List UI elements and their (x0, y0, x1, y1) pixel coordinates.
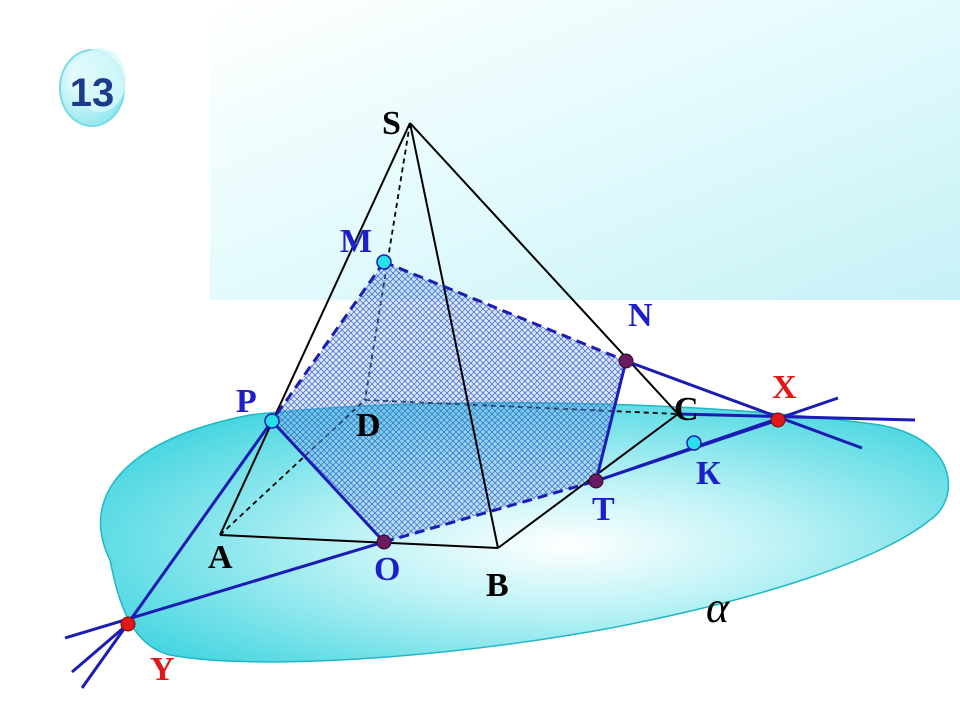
line-nx (625, 359, 863, 450)
label-b: B (486, 567, 509, 604)
label-t: T (592, 491, 615, 528)
section-lines (64, 260, 916, 689)
label-a: A (208, 539, 233, 576)
problem-number-badge: 13 (59, 48, 126, 127)
line-ot-extension (595, 418, 779, 483)
visible-edges (219, 122, 679, 549)
label-n: N (628, 297, 653, 334)
section-po (270, 419, 386, 544)
label-m: M (340, 223, 372, 260)
label-s: S (382, 105, 401, 142)
point-t (588, 473, 604, 489)
edge-sc (409, 122, 679, 415)
point-n (618, 353, 634, 369)
problem-number: 13 (70, 71, 115, 115)
edge-bc (497, 413, 679, 549)
background-gradient (210, 0, 960, 300)
section-fill (272, 262, 626, 542)
edge-sa (219, 122, 411, 536)
edge-sb (409, 122, 499, 549)
labels: S A B C D M N P O T К X Y α (150, 105, 797, 688)
point-o (376, 534, 392, 550)
edge-ab (219, 534, 499, 549)
section-nt (594, 360, 628, 482)
section-mn (383, 260, 627, 363)
point-y (120, 616, 136, 632)
line-py-lower (71, 622, 129, 674)
line-oy (64, 540, 385, 640)
section-ot (383, 479, 597, 544)
plane-alpha (99, 401, 950, 663)
section-mp (270, 261, 386, 422)
label-p: P (236, 383, 257, 420)
label-k: К (696, 455, 721, 492)
label-o: O (374, 551, 400, 588)
label-y: Y (150, 651, 175, 688)
point-m (376, 254, 392, 270)
point-p (264, 413, 280, 429)
point-x (770, 412, 786, 428)
label-alpha: α (706, 583, 730, 632)
label-c: C (674, 391, 699, 428)
points (120, 254, 786, 632)
point-k (686, 435, 702, 451)
edge-sd (364, 122, 411, 401)
line-cx-horizontal (677, 412, 916, 422)
label-x: X (772, 369, 797, 406)
label-d: D (356, 407, 381, 444)
line-px-y (80, 420, 274, 689)
